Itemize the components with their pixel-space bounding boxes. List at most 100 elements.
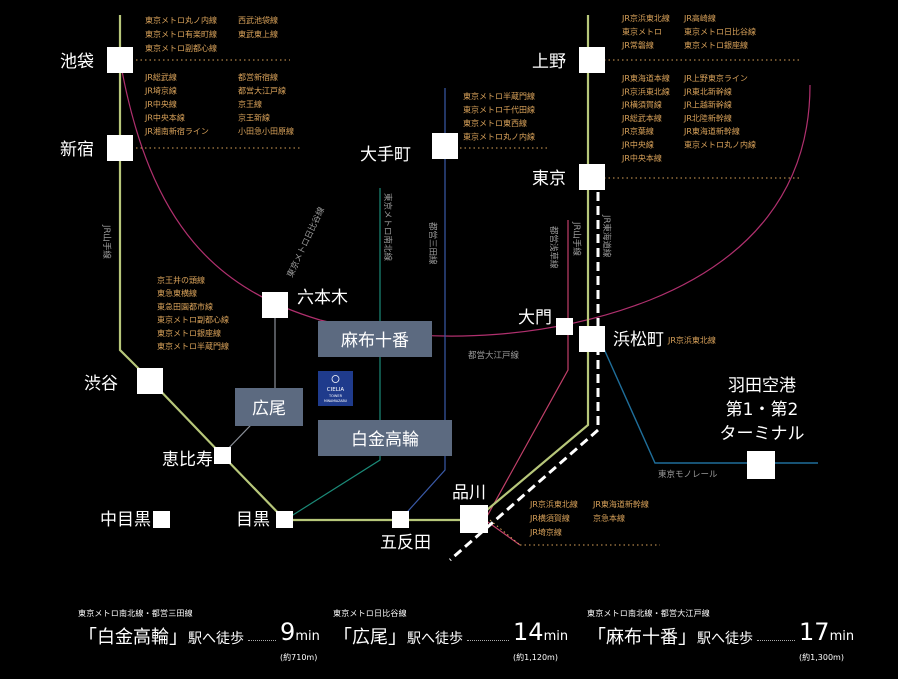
tokyo-line-item: JR京葉線 <box>621 126 654 136</box>
ebisu-station-marker[interactable] <box>214 447 231 464</box>
property-logo <box>318 371 353 406</box>
tokyo-line-item: JR総武本線 <box>621 113 662 123</box>
tokyo-line-item: JR東北新幹線 <box>683 86 732 96</box>
gotanda-station-marker[interactable] <box>392 511 409 528</box>
shinjuku-line-item: 京王新線 <box>238 113 270 123</box>
tokyo-station-marker[interactable] <box>579 164 605 190</box>
haneda-label-1: 羽田空港 <box>728 376 796 396</box>
otemachi-line-item: 東京メトロ東西線 <box>463 118 527 128</box>
shinjuku-line-item: JR湘南新宿ライン <box>144 126 209 136</box>
walk-line-names: 東京メトロ南北線・都営大江戸線 <box>587 609 710 618</box>
walk-minutes: 14min <box>513 618 568 646</box>
walk-station: 「白金高輪」駅へ徒歩 <box>78 622 244 649</box>
haneda-label-3: ターミナル <box>720 424 805 444</box>
walk-station-name: 広尾 <box>352 627 389 648</box>
asakusa-line <box>484 220 569 546</box>
ikebukuro-line-item: 東京メトロ副都心線 <box>145 43 217 53</box>
tokaido-line <box>449 178 600 562</box>
meguro-station-marker[interactable] <box>276 511 293 528</box>
shibuya-line-item: 東急田園都市線 <box>157 301 213 311</box>
otemachi-line-item: 東京メトロ千代田線 <box>463 105 535 115</box>
logo-sub: TOWER <box>328 394 343 398</box>
minutes-value: 17 <box>799 618 830 646</box>
shinagawa-station-marker[interactable] <box>460 505 488 533</box>
nakameguro-label: 中目黒 <box>100 510 151 530</box>
tokyo-line-item: JR京浜東北線 <box>621 86 670 96</box>
roppongi-station-marker[interactable] <box>262 292 288 318</box>
otemachi-line-item: 東京メトロ丸ノ内線 <box>463 132 535 142</box>
oedo-line-label: 都営大江戸線 <box>468 350 520 361</box>
leader-dots <box>248 640 277 641</box>
azabujuban-label[interactable]: 麻布十番 <box>341 331 409 351</box>
shinjuku-label: 新宿 <box>60 140 94 160</box>
hibiya-line-label: 東京メトロ日比谷線 <box>285 205 328 279</box>
shinagawa-line-item: JR京浜東北線 <box>529 499 578 509</box>
shinjuku-line-item: JR総武線 <box>144 72 177 82</box>
otemachi-label: 大手町 <box>360 145 411 165</box>
shibuya-line-item: 京王井の頭線 <box>157 275 205 285</box>
minutes-value: 14 <box>513 618 544 646</box>
mita-line-label: 都営三田線 <box>427 222 438 265</box>
tokyo-line-item: JR上野東京ライン <box>683 73 748 83</box>
tokyo-line-item: JR東海道本線 <box>621 73 670 83</box>
azabujuban-highlight[interactable] <box>318 321 432 357</box>
walk-suffix: 駅へ徒歩 <box>407 631 464 647</box>
tokyo-line-item: JR横須賀線 <box>621 100 662 110</box>
ueno-station-marker[interactable] <box>579 47 605 73</box>
shinjuku-station-marker[interactable] <box>107 135 133 161</box>
tokyo-line-item: JR中央線 <box>621 140 654 150</box>
walk-suffix: 駅へ徒歩 <box>188 631 245 647</box>
ikebukuro-line-item: 東京メトロ有楽町線 <box>145 29 217 39</box>
yamanote-line <box>118 15 590 522</box>
bracket-close: 」 <box>169 626 189 648</box>
shibuya-station-marker[interactable] <box>137 368 163 394</box>
hamamatsucho-line-item: JR京浜東北線 <box>667 335 716 345</box>
logo-area: MINAMIAZABU <box>324 399 348 403</box>
tokyo-line-item: JR北陸新幹線 <box>683 113 732 123</box>
ikebukuro-line-item: 東京メトロ丸ノ内線 <box>145 15 217 25</box>
shibuya-line-item: 東京メトロ銀座線 <box>157 328 221 338</box>
shinjuku-line-item: 京王線 <box>238 99 262 109</box>
monorail-line-label: 東京モノレール <box>658 469 718 480</box>
tokyo-line-item: JR東海道新幹線 <box>683 126 740 136</box>
ueno-line-item: JR高崎線 <box>683 13 716 23</box>
ikebukuro-line-item: 西武池袋線 <box>238 15 278 25</box>
daimon-station-marker[interactable] <box>556 318 573 335</box>
walk-suffix: 駅へ徒歩 <box>697 631 754 647</box>
walk-distance: (約710m) <box>280 653 318 662</box>
shinagawa-line-item: JR横須賀線 <box>529 513 570 523</box>
otemachi-station-marker[interactable] <box>432 133 458 159</box>
nakameguro-station-marker[interactable] <box>153 511 170 528</box>
walk-station: 「広尾」駅へ徒歩 <box>333 622 463 649</box>
minutes-unit: min <box>295 629 320 644</box>
namboku-line <box>284 188 381 521</box>
ikebukuro-station-marker[interactable] <box>107 47 133 73</box>
tokaido-line-label: JR東海道線 <box>601 214 612 258</box>
shibuya-line-item: 東京メトロ半蔵門線 <box>157 341 229 351</box>
walk-line-names: 東京メトロ日比谷線 <box>333 609 407 618</box>
shinjuku-line-item: 都営大江戸線 <box>238 86 286 96</box>
shirokanetakanawa-highlight[interactable] <box>318 420 452 456</box>
haneda-station-marker[interactable] <box>747 451 775 479</box>
walk-station: 「麻布十番」駅へ徒歩 <box>587 622 753 649</box>
shinjuku-line-item: JR中央線 <box>144 99 177 109</box>
shirokanetakanawa-label[interactable]: 白金高輪 <box>351 430 419 450</box>
minutes-unit: min <box>543 629 569 644</box>
bracket-open: 「 <box>587 626 607 648</box>
shinjuku-line-item: JR中央本線 <box>144 113 185 123</box>
walk-station-name: 白金高輪 <box>97 627 170 648</box>
hibiya-line <box>221 305 276 456</box>
hamamatsucho-station-marker[interactable] <box>579 326 605 352</box>
walk-minutes: 9min <box>280 618 320 646</box>
oedo-line <box>119 59 811 337</box>
ueno-label: 上野 <box>532 52 566 72</box>
leader-dots <box>757 640 796 641</box>
gotanda-label: 五反田 <box>380 533 431 553</box>
hiroo-highlight[interactable] <box>235 388 303 426</box>
tokyo-line-item: JR上越新幹線 <box>683 100 732 110</box>
bracket-close: 」 <box>388 626 408 648</box>
hiroo-label[interactable]: 広尾 <box>252 399 286 419</box>
